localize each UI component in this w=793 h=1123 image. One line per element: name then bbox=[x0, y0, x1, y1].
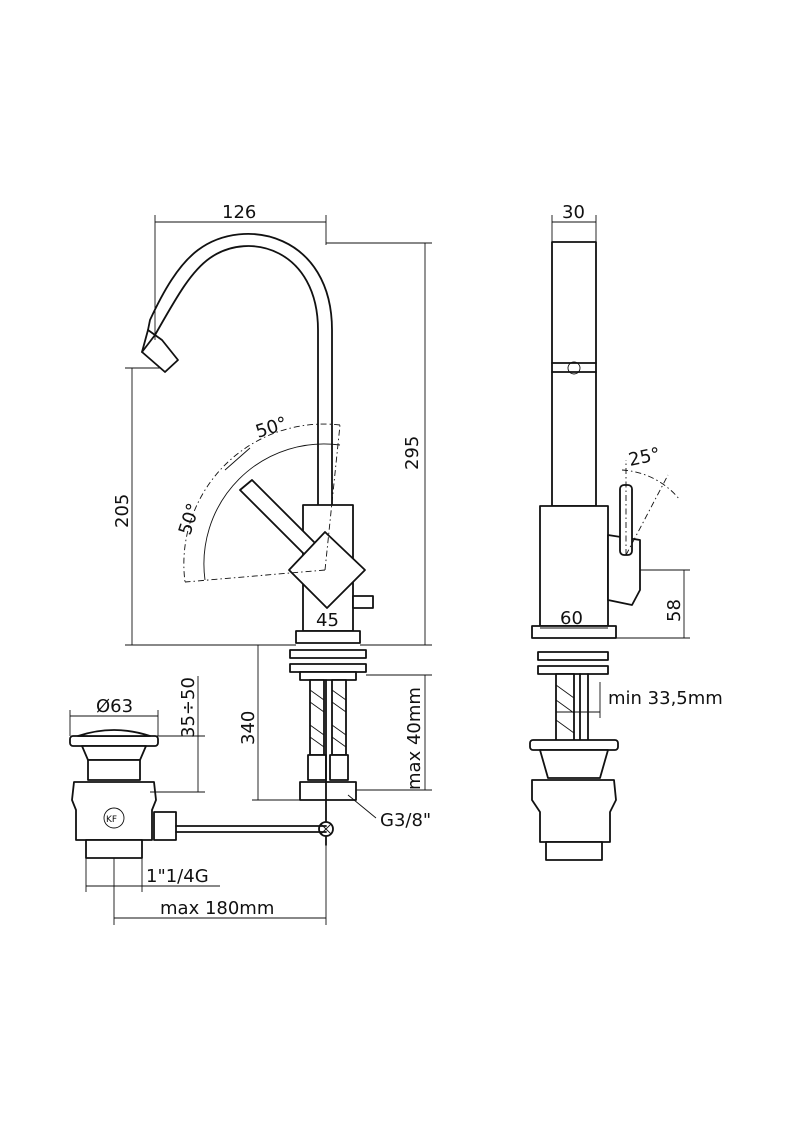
waste-logo-icon: KF bbox=[103, 807, 125, 829]
hose-fitting-right bbox=[329, 754, 349, 781]
waste-collar bbox=[87, 759, 141, 781]
mount-nut bbox=[299, 671, 357, 681]
lever-axis-left bbox=[184, 569, 326, 583]
waste-connector bbox=[153, 811, 177, 841]
dim-waste-thread: 1"1/4G bbox=[146, 866, 209, 887]
side-waste-flange bbox=[529, 739, 619, 751]
side-plate-1 bbox=[537, 651, 609, 661]
lever-arc-inner bbox=[203, 443, 341, 581]
waste-flange bbox=[69, 735, 159, 747]
lever-handle bbox=[288, 531, 366, 609]
dim-spout-reach: 126 bbox=[222, 202, 256, 223]
dim-lever-angle-top: 50° bbox=[253, 413, 290, 443]
hose-fitting-left bbox=[307, 754, 327, 781]
dim-base-height: 58 bbox=[664, 599, 685, 622]
side-view-faucet bbox=[529, 241, 681, 861]
aerator-icon bbox=[567, 361, 581, 375]
waste-body bbox=[71, 781, 157, 841]
side-axis-tilt bbox=[625, 474, 669, 556]
mount-plate-2 bbox=[289, 663, 367, 673]
dim-body-width: 45 bbox=[316, 610, 339, 631]
waste-tail bbox=[85, 839, 143, 859]
dim-connection-thread: G3/8" bbox=[380, 810, 431, 831]
side-waste-tail bbox=[545, 841, 603, 861]
dim-body-depth: 60 bbox=[560, 608, 583, 629]
dim-max-rod: max 180mm bbox=[160, 898, 274, 919]
dim-shank-length: 340 bbox=[238, 711, 259, 745]
side-spout bbox=[551, 241, 597, 507]
svg-text:KF: KF bbox=[106, 815, 117, 825]
front-view-faucet bbox=[141, 233, 374, 846]
waste-neck bbox=[81, 745, 147, 761]
mount-plate-1 bbox=[289, 649, 367, 659]
dim-spout-depth: 30 bbox=[562, 202, 585, 223]
side-button bbox=[352, 595, 374, 609]
waste-assembly: KF bbox=[69, 729, 327, 859]
lever-arc-outer bbox=[183, 423, 341, 583]
waste-cap bbox=[77, 729, 151, 737]
hose-nut bbox=[299, 781, 357, 801]
lever-axis-up bbox=[324, 424, 341, 571]
spout-tip bbox=[141, 329, 179, 373]
lever-tick bbox=[224, 447, 251, 471]
side-base bbox=[531, 625, 617, 639]
dim-spout-height: 205 bbox=[112, 494, 133, 528]
dim-lever-angle-side: 50° bbox=[175, 501, 205, 538]
side-hose-hatching bbox=[555, 684, 575, 734]
side-waste-neck bbox=[539, 749, 609, 779]
dim-max-deck: max 40mm bbox=[404, 687, 425, 790]
dimension-labels: 126 295 205 50° 50° 45 340 max 40mm G3/8… bbox=[96, 202, 723, 919]
faucet-base bbox=[295, 630, 361, 644]
dim-waste-diameter: Ø63 bbox=[96, 696, 133, 717]
hose-hatching bbox=[309, 689, 347, 748]
side-waste-body bbox=[531, 779, 617, 843]
spout-inner bbox=[147, 233, 333, 506]
side-hose bbox=[555, 673, 575, 745]
dimension-lines bbox=[69, 215, 690, 925]
dim-lever-angle-profile: 25° bbox=[627, 444, 663, 471]
dim-waste-lift: 35÷50 bbox=[178, 677, 199, 738]
spout-outer bbox=[141, 245, 319, 506]
dim-total-height: 295 bbox=[402, 436, 423, 470]
side-plate-2 bbox=[537, 665, 609, 675]
dim-min-hole: min 33,5mm bbox=[608, 688, 723, 709]
